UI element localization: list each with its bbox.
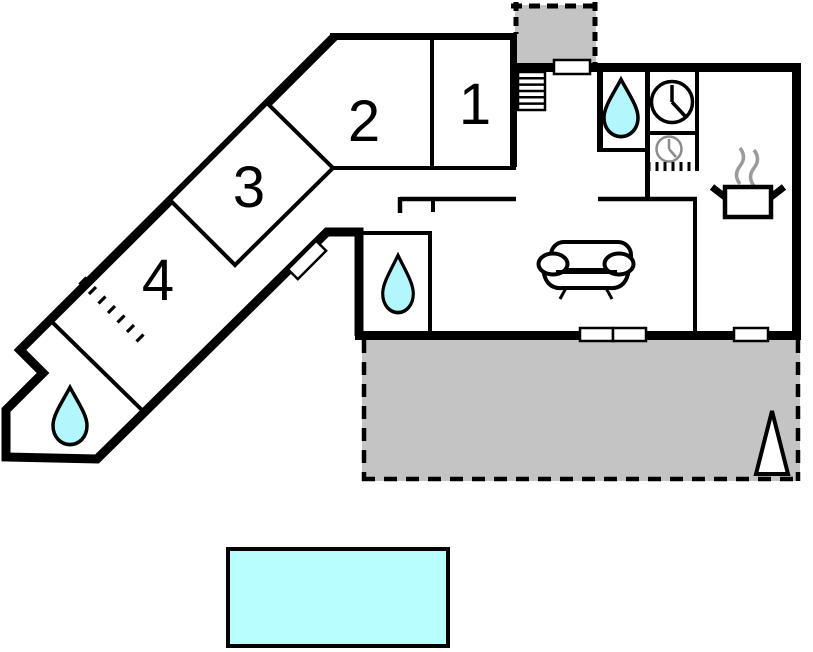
terrace-door-left-marker (578, 326, 615, 343)
porch-area (515, 5, 596, 65)
bathroom-icons (51, 75, 640, 447)
pool-area (226, 547, 450, 648)
room-3-walls (167, 100, 336, 268)
room1-right-wall (510, 33, 517, 167)
water-drop-icon (602, 75, 640, 139)
stairs-icon (516, 70, 547, 112)
right-wall (792, 63, 801, 340)
sofa-armrest-right (602, 251, 636, 277)
steam-icon (748, 148, 760, 188)
sofa-armrest-left (536, 251, 570, 277)
sofa-icon (536, 240, 636, 300)
room-4-label: 4 (142, 248, 174, 313)
room-1-label: 1 (459, 72, 491, 137)
corridor-door-marker (286, 239, 328, 281)
wing-outer-wall (1, 33, 364, 464)
north-arrow-icon (753, 410, 791, 476)
water-drop-icon (51, 383, 89, 447)
kitchen-door-marker (732, 326, 770, 343)
interior-walls (46, 38, 699, 416)
pot-body (722, 184, 774, 220)
dishwasher-clock-icon (655, 135, 683, 163)
terrace-door-right-marker (611, 326, 648, 343)
entrance-door-marker (552, 58, 592, 76)
bathroom-top-left-wall (597, 72, 603, 152)
door-markers (286, 58, 770, 343)
entrance-porch (511, 2, 600, 65)
exterior-walls (1, 33, 801, 464)
washing-machine-icon (649, 79, 695, 125)
room-3-label: 3 (233, 155, 265, 220)
steam-icon (734, 146, 746, 186)
room-2-label: 2 (348, 89, 380, 154)
appliance-vent-ticks (647, 162, 691, 171)
utility-left-wall (645, 72, 650, 199)
stove-pot-icon (709, 146, 787, 220)
water-drop-icon (381, 251, 415, 315)
terrace-area (362, 338, 800, 481)
rooms-top-wall (330, 33, 517, 40)
wardrobe-ticks-icon (78, 276, 145, 343)
bottom-wall (355, 331, 801, 340)
main-top-wall (511, 63, 801, 72)
room4-end-divider (46, 316, 148, 416)
terrace (361, 338, 801, 482)
